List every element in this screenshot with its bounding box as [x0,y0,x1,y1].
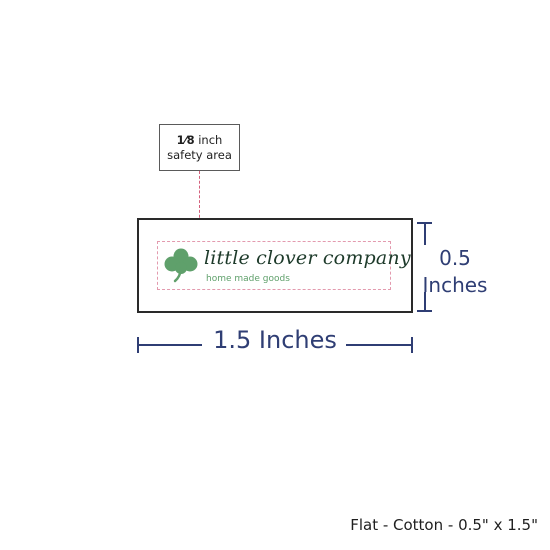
product-caption: Flat - Cotton - 0.5" x 1.5" [350,516,538,534]
brand-name: little clover company [204,247,411,269]
height-unit: Inches [422,273,488,297]
callout-unit: inch [194,132,223,147]
callout-safety-text: safety area [167,147,232,162]
height-dim-line-bottom [424,292,426,311]
callout-leader-line [199,171,200,242]
width-dim-line-right [346,344,412,346]
callout-fraction: 1⁄8 [176,132,195,147]
safety-area-callout: 1⁄8 inch safety area [159,124,240,171]
safety-area-outline [157,241,391,290]
clover-icon [164,248,198,283]
width-dimension-label: 1.5 Inches [213,326,337,354]
width-dim-tick-right [411,337,413,353]
height-dim-tick-bottom [417,310,432,312]
width-dim-line-left [138,344,202,346]
height-value: 0.5 [439,246,471,270]
brand-tagline: home made goods [206,274,290,284]
height-dim-line-top [424,223,426,245]
height-dimension-label: 0.5 Inches [415,245,495,299]
